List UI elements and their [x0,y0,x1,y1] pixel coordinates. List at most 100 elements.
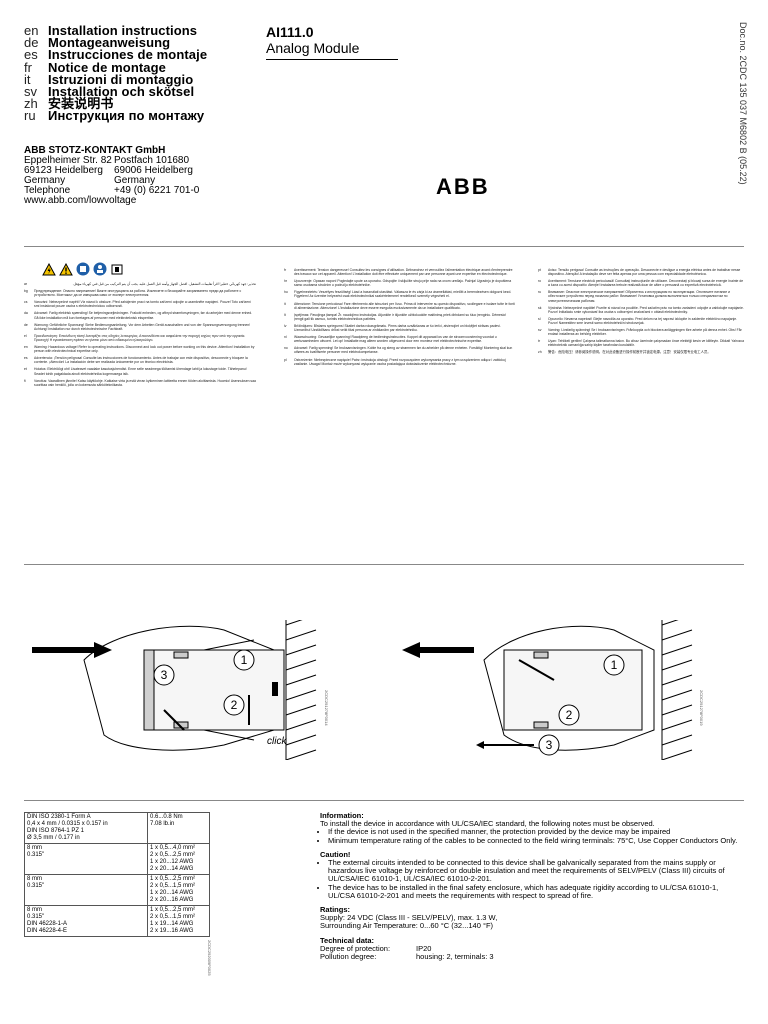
address-left: Germany [24,175,66,186]
language-title: Montageanweisung [48,35,171,51]
removal-figure: 1 2 3 2CDC291278F0019 [384,614,714,761]
address-line: 69123 Heidelberg 69006 Heidelberg [24,166,199,176]
warning-lang-code: pt [538,268,541,272]
address-right: +49 (0) 6221 701-0 [114,185,200,196]
spec-line: 0.315" [27,883,45,889]
information-heading: Information: [320,811,364,820]
hazard-voltage-icon [42,262,56,276]
warning-item: no Advarsel: Farlig spenning! Se bruksanv… [284,346,516,354]
warning-lang-code: no [284,346,288,351]
warning-lang-code: en [24,345,28,350]
list-item: The device has to be installed in the fi… [328,883,740,900]
warning-item: it Attenzione: Tensione pericolosa! Fare … [284,302,516,310]
product-name: Analog Module [266,40,360,56]
technical-label: Degree of protection: [320,943,391,953]
divider-bottom [24,800,744,801]
warning-lang-code: es [24,356,28,361]
ratings-heading: Ratings: [320,905,350,915]
click-label: click [267,736,287,747]
spec-line: 8 mm [27,845,42,851]
caution-list: The external circuits intended to be con… [320,858,740,900]
warning-lang-code: el [24,333,27,338]
warning-lang-code: fr [284,268,287,272]
address-left: 69123 Heidelberg [24,165,103,176]
step-1-label: 1 [611,658,618,672]
company-website[interactable]: www.abb.com/lowvoltage [24,195,137,206]
language-title: Installation instructions [48,23,198,38]
address-right: Germany [114,175,156,186]
warning-text: Advarsel: Farlig elektrisk spænding! Se … [34,311,253,320]
warning-lang-code: lt [284,312,286,317]
spec-line: 2 x 0,5...1,5 mm² [150,914,196,920]
spec-line: 0.6...0.8 Nm [150,814,183,820]
ratings-lines: Supply: 24 VDC (Class III - SELV/PELV), … [320,913,740,931]
language-title: Notice de montage [48,59,166,75]
warning-text: Attenzione: Tensione pericolosa! Fare ri… [294,301,515,310]
general-warning-icon [59,262,73,276]
language-code: fr [24,59,32,75]
warning-text: Brīdinājums: Bīstams spriegums! Skatiet … [294,323,501,333]
warning-text: Įspėjimas: Pavojinga įtampa! Žr. naudoji… [294,312,507,321]
spec-line: 1 x 0,5...2,5 mm² [150,876,196,882]
warning-text: Figyelmeztetés: Veszélyes feszültség! Lá… [294,290,512,299]
language-code: sv [24,84,37,99]
spec-line: 1 x 19...14 AWG [150,921,194,927]
warnings-column-3: pt Aviso: Tensão perigosa! Consulte as in… [538,268,744,358]
warning-lang-code: fi [24,378,26,383]
warning-lang-code: hr [284,279,288,284]
spec-line: DIN ISO 2380-1 Form A [27,814,91,820]
warning-lang-code: ro [538,279,542,284]
technical-label: Pollution degree: [320,952,377,962]
warning-item: lt Įspėjimas: Pavojinga įtampa! Žr. naudo… [284,313,516,321]
warning-text: Varování: Nebezpečné napětí! Viz návod k… [34,300,251,309]
spec-line: 1 x 0,5...4,0 mm² [150,845,196,851]
warning-item: hu Figyelmeztetés: Veszélyes feszültség! … [284,290,516,298]
spec-line: 2 x 19...16 AWG [150,928,194,934]
warning-item: en Warning: Hazardous voltage! Refer to o… [24,345,256,353]
warning-text: Aviso: Tensão perigosa! Consulte as inst… [548,268,741,277]
spec-table-ref: 2CDC292009F0025 [207,940,212,976]
warning-lang-code: tr [538,339,541,344]
warning-lang-code: nl [284,335,287,340]
warning-icons [42,262,124,276]
address-right: 69006 Heidelberg [114,165,193,176]
spec-line: DIN 46228-4-E [27,928,68,934]
warning-text: Upozorenje: Opasan napon! Pogledajte upu… [294,279,512,288]
technical-row: Degree of protection:IP20 [320,943,740,953]
warning-text: Advarsel: Farlig spenning! Se bruksanvis… [294,346,513,355]
spec-line: DIN ISO 8764-1 PZ 1 [27,828,85,834]
warning-lang-code: hu [284,290,288,295]
warning-item: hr Upozorenje: Opasan napon! Pogledajte u… [284,279,516,287]
spec-line: 2 x 0,5...2,5 mm² [150,852,196,858]
product-underline [266,59,398,60]
spec-line: 0.315" [27,852,45,858]
warning-text: Hoiatus: Elektriöögi oht! Lisateavet vaa… [34,367,247,376]
spec-line: 2 x 20...14 AWG [150,866,194,872]
warning-lang-code: it [284,301,286,306]
rating-line: Supply: 24 VDC (Class III - SELV/PELV), … [320,913,498,923]
warning-item: fi Varoitus: Vaarallinen jännite! Katso k… [24,379,256,387]
warning-text: Varoitus: Vaarallinen jännite! Katso käy… [34,378,256,387]
spec-line: 2 x 0,5...1,5 mm² [150,883,196,889]
warning-text: Warning: Hazardous voltage! Refer to ope… [34,345,255,354]
warning-item: pt Aviso: Tensão perigosa! Consulte as in… [538,268,744,276]
